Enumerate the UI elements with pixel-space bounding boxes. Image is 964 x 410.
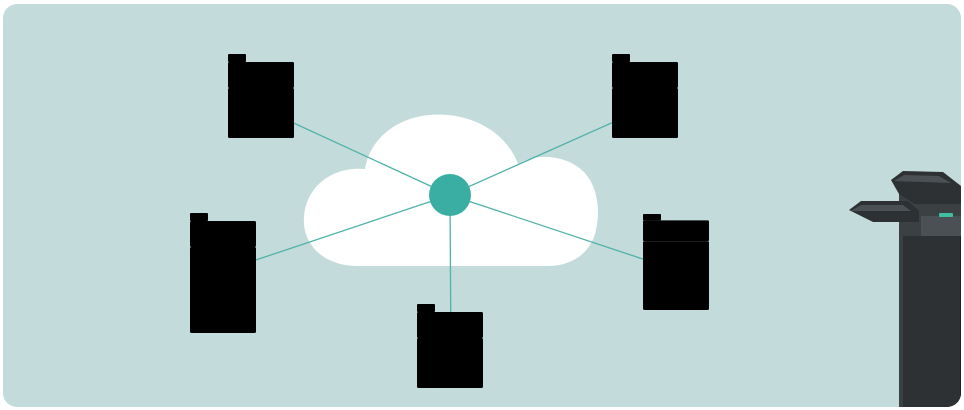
- printer-bottom-icon: [417, 304, 483, 388]
- cloud-hub-node: [429, 174, 471, 216]
- printer-top-right-icon: [612, 54, 678, 138]
- link-mid-left: [222, 194, 451, 272]
- printer-mid-left-icon: [190, 213, 256, 333]
- network-diagram: [3, 4, 961, 407]
- diagram-canvas: [3, 4, 961, 407]
- finisher-unit-icon: [849, 171, 961, 407]
- printer-top-left-icon: [228, 54, 294, 138]
- link-mid-right: [449, 194, 677, 271]
- printer-mid-right-icon: [643, 214, 709, 310]
